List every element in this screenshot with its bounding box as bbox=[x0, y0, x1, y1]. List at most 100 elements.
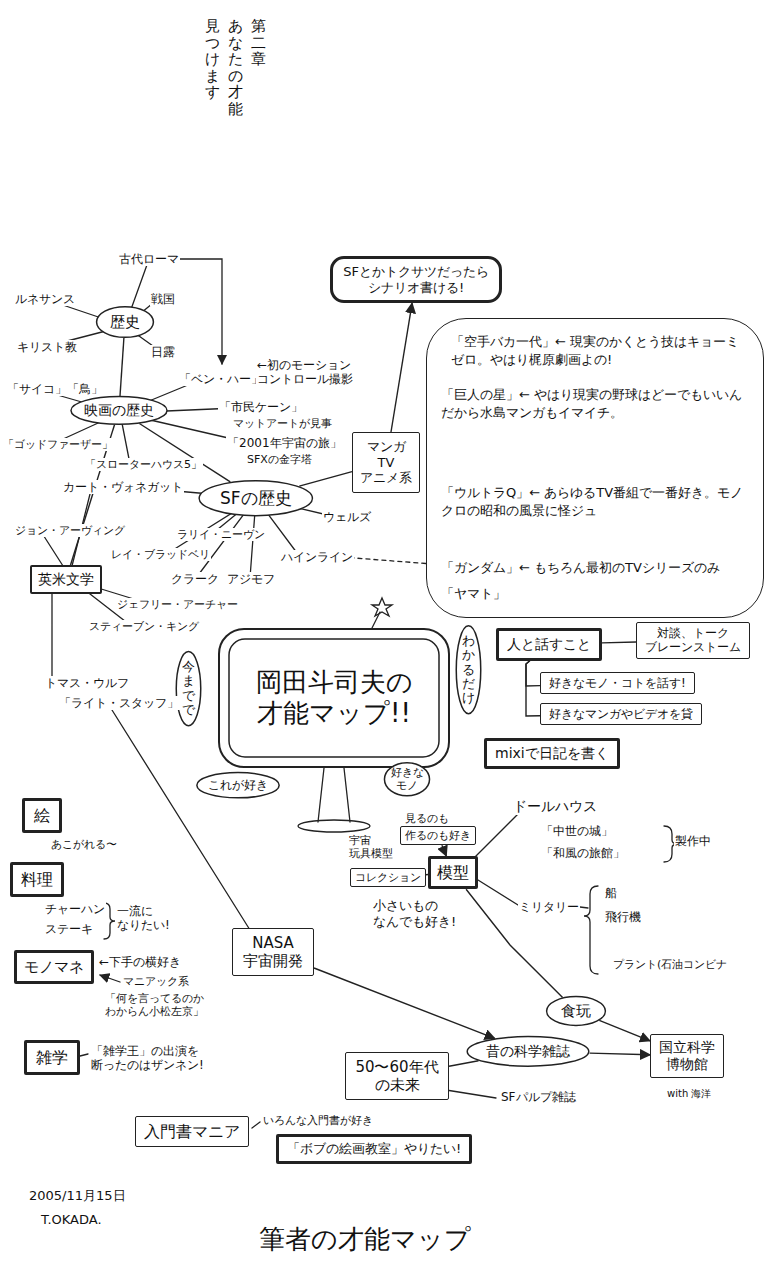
concept-box: 好きなモノ・コトを話す! bbox=[540, 672, 695, 694]
ellipse-line bbox=[176, 652, 201, 726]
node-text: 料理 bbox=[21, 870, 53, 889]
ellipse-line bbox=[456, 626, 481, 714]
concept-box: 入門書マニア bbox=[135, 1116, 249, 1147]
spoke-line bbox=[45, 262, 160, 351]
note-label: 「何を言ってるのか わからん小松左京」 bbox=[104, 992, 210, 1018]
node-text: 昔の科学雑誌 bbox=[486, 1043, 570, 1060]
node-text: 対談、トーク ブレーンストーム bbox=[643, 626, 743, 655]
connector bbox=[139, 424, 230, 482]
note-label: 「ベン・ハー」 bbox=[178, 372, 264, 386]
node-text: 「ガンダム」← もちろん最初のTVシリーズのみ bbox=[441, 559, 753, 577]
note-label: 「雑学王」の出演を 断ったのはザンネン! bbox=[90, 1044, 216, 1073]
note-label: ←初のモーション コントロール撮影 bbox=[256, 358, 358, 387]
note-label: 古代ローマ bbox=[118, 252, 180, 266]
connector bbox=[526, 661, 540, 716]
node-text: これが好き bbox=[208, 778, 268, 792]
note-label: 船 bbox=[604, 886, 618, 900]
note-label: ミリタリー bbox=[518, 900, 580, 914]
connector bbox=[526, 661, 540, 686]
concept-box: 50〜60年代 の未来 bbox=[345, 1052, 449, 1100]
node-text: 雑学 bbox=[36, 1048, 68, 1067]
highlight-box: SFとかトクサツだったら シナリオ書ける! bbox=[330, 256, 502, 303]
note-label: SFパルプ雑誌 bbox=[500, 1090, 577, 1104]
note-label: トマス・ウルフ bbox=[44, 676, 130, 690]
note-label: ジョン・アーヴィング bbox=[14, 524, 126, 537]
node-text: 絵 bbox=[34, 806, 50, 825]
note-label: ラリイ・ニーヴン bbox=[176, 528, 266, 541]
tv-screen: 岡田斗司夫の 才能マップ!! bbox=[218, 628, 450, 768]
ellipse-line bbox=[197, 773, 279, 798]
note-label: アジモフ bbox=[226, 572, 276, 586]
highlight-box: 絵 bbox=[22, 798, 62, 833]
highlight-box: 「ボブの絵画教室」やりたい! bbox=[276, 1134, 472, 1164]
note-label: 「スローターハウス5」 bbox=[84, 458, 203, 471]
highlight-box: 人と話すこと bbox=[496, 628, 602, 661]
concept-box: 英米文学 bbox=[30, 565, 102, 594]
highlight-box: 雑学 bbox=[24, 1040, 80, 1075]
note-label: 「サイコ」「鳥」 bbox=[6, 382, 104, 396]
node-text: コレクション bbox=[355, 871, 421, 884]
node-text: 人と話すこと bbox=[507, 636, 591, 653]
note-label: 宇宙 玩具模型 bbox=[348, 834, 398, 860]
concept-ellipse: 食玩 bbox=[546, 996, 606, 1026]
star-mark bbox=[372, 598, 392, 616]
note-label: ←下手の横好き bbox=[98, 955, 182, 969]
note-label: with 海洋 bbox=[666, 1088, 712, 1100]
ellipse-line bbox=[547, 997, 606, 1026]
node-text: 「ヤマト」 bbox=[441, 585, 753, 603]
note-label: ジェフリー・アーチャー bbox=[116, 598, 239, 611]
note-label: 「中世の城」 bbox=[540, 824, 614, 838]
concept-box: 国立科学 博物館 bbox=[650, 1034, 724, 1078]
concept-box: 作るのも好き bbox=[400, 826, 476, 845]
ellipse-line bbox=[467, 1037, 589, 1067]
leader-arrow bbox=[172, 259, 222, 364]
note-label: ハインライン bbox=[280, 550, 354, 564]
brace bbox=[584, 886, 598, 974]
figure-caption: 筆者の才能マップ bbox=[258, 1224, 472, 1255]
note-label: キリスト教 bbox=[16, 340, 78, 354]
note-label: ウェルズ bbox=[322, 510, 372, 524]
connector bbox=[391, 303, 412, 432]
note-label: マットアートが見事 bbox=[232, 417, 333, 430]
node-text: 食玩 bbox=[561, 1002, 591, 1020]
note-label: プラント(石油コンビナ bbox=[612, 958, 728, 971]
concept-ellipse: SFの歴史 bbox=[198, 480, 314, 516]
node-text: 国立科学 博物館 bbox=[657, 1039, 717, 1073]
node-text: 今までで bbox=[182, 660, 195, 717]
chapter-heading: あなたの才能 bbox=[227, 18, 244, 117]
note-label: マニアック系 bbox=[122, 975, 190, 988]
note-label: 「ゴッドファーザー」 bbox=[2, 438, 114, 451]
connector bbox=[442, 845, 446, 856]
highlight-box: 料理 bbox=[10, 862, 64, 897]
ellipse-line bbox=[199, 481, 312, 516]
concept-box: 対談、トーク ブレーンストーム bbox=[636, 622, 750, 659]
note-label: SFXの金字塔 bbox=[246, 453, 313, 466]
connector bbox=[120, 338, 124, 396]
dashed-leader bbox=[342, 557, 432, 564]
connector bbox=[590, 1053, 650, 1055]
note-label: 「2001年宇宙の旅」 bbox=[226, 436, 343, 450]
node-text: 「空手バカ一代」← 現実のかくとう技はキョーミゼロ。やはり梶原劇画よの! bbox=[451, 333, 751, 368]
node-text: モノマネ bbox=[24, 958, 84, 976]
node-text: 英米文学 bbox=[38, 571, 94, 588]
concept-ellipse: 好きなモノ bbox=[384, 762, 430, 796]
highlight-box: mixiで日記を書く bbox=[484, 738, 620, 769]
note-label: 製作中 bbox=[674, 834, 712, 848]
note-label: 戦国 bbox=[150, 292, 176, 306]
note-label: チャーハン bbox=[44, 902, 106, 916]
note-label: ドールハウス bbox=[512, 798, 598, 815]
connector bbox=[602, 641, 636, 643]
note-label: ルネサンス bbox=[14, 292, 76, 306]
concept-box: 好きなマンガやビデオを貸 bbox=[540, 703, 702, 725]
node-text: NASA 宇宙開発 bbox=[239, 934, 307, 970]
ellipse-line bbox=[384, 763, 429, 796]
concept-box: コレクション bbox=[350, 868, 426, 887]
node-text: 50〜60年代 の未来 bbox=[353, 1058, 441, 1094]
connector bbox=[314, 968, 495, 1038]
node-text: 映画の歴史 bbox=[84, 402, 154, 419]
note-label: ステーキ bbox=[44, 922, 94, 936]
note-label: 「ライト・スタッフ」 bbox=[58, 696, 180, 710]
chapter-heading: 見つけます bbox=[204, 18, 221, 101]
note-label: 飛行機 bbox=[604, 910, 642, 924]
